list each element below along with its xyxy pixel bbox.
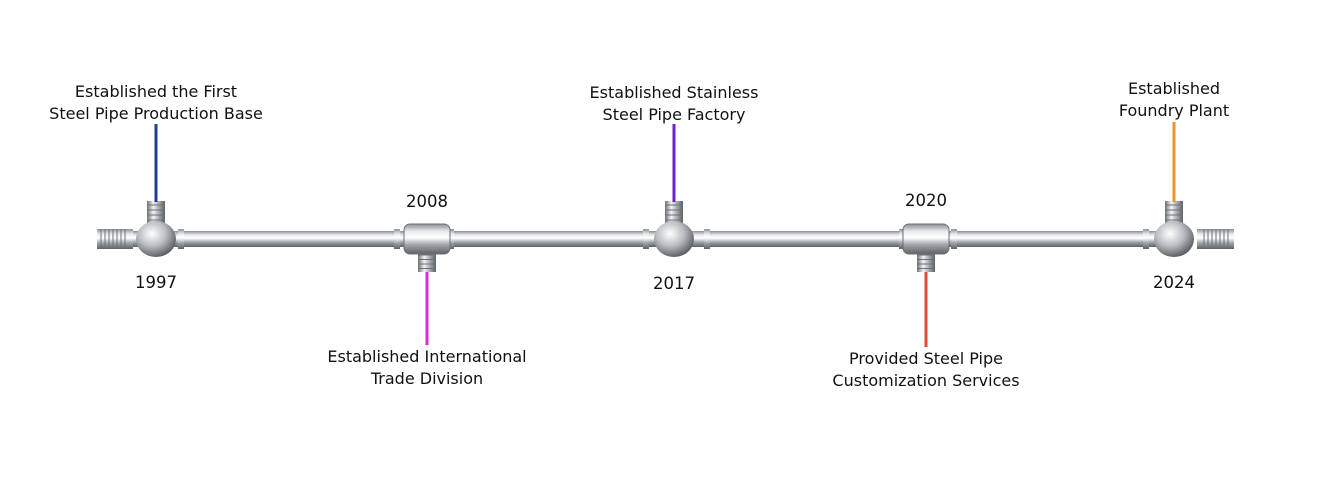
tee-fitting-1997 [136,201,176,257]
connector-line-1997 [154,124,158,202]
year-label-2024: 2024 [1153,273,1195,292]
main-pipe [125,231,1160,247]
year-label-2017: 2017 [653,274,695,293]
threaded-end-right [1197,229,1234,249]
tee-fitting-2008 [403,223,451,272]
milestone-line2: Customization Services [832,370,1020,390]
pipe-rings [178,229,1149,249]
connector-line-2024 [1172,122,1176,202]
milestone-line1: Established [1127,79,1221,98]
milestone-line2: Steel Pipe Factory [602,104,746,124]
year-label-2008: 2008 [406,192,448,211]
connector-line-2017 [672,124,676,202]
milestone-line2: Trade Division [370,368,484,388]
tee-fitting-2024 [1154,201,1194,257]
year-label-1997: 1997 [135,273,177,292]
year-label-2020: 2020 [905,191,947,210]
milestone-line1: Established Stainless [589,83,759,102]
milestone-line1: Provided Steel Pipe [849,349,1003,368]
milestone-line1: Established International [327,347,527,366]
tee-fitting-2017 [654,201,694,257]
milestone-line2: Foundry Plant [1118,100,1230,120]
milestone-line1: Established the First [74,82,238,101]
connector-line-2020 [924,272,928,347]
tee-fitting-2020 [902,223,950,272]
threaded-end-left [97,229,133,249]
milestone-line2: Steel Pipe Production Base [49,103,263,123]
connector-line-2008 [425,272,429,345]
